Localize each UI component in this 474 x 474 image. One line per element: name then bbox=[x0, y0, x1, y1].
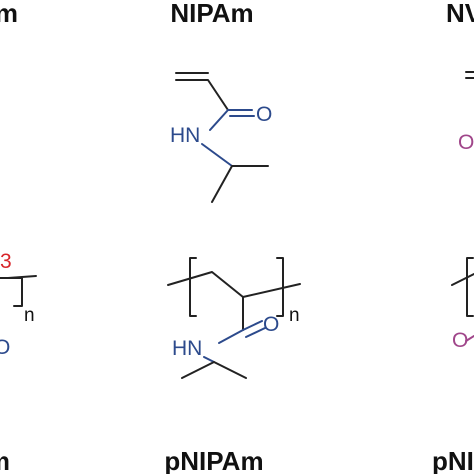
polymer-n-isopropyl-bond bbox=[203, 356, 215, 363]
n-isopropyl-bond bbox=[201, 143, 233, 167]
carbonyl-bond bbox=[227, 109, 255, 117]
amide-nh: HN bbox=[170, 124, 200, 147]
isopropyl-bonds bbox=[211, 165, 269, 203]
polymer-isopropyl-bonds bbox=[181, 361, 247, 379]
left-subscript-n: n bbox=[24, 305, 35, 326]
header-left-partial: am bbox=[0, 0, 18, 28]
footer-left-partial: am bbox=[0, 446, 10, 474]
left-oxygen: O bbox=[0, 336, 10, 359]
right-monomer-partial-bond bbox=[465, 71, 474, 79]
polymer-amide-nh: HN bbox=[172, 337, 202, 360]
right-bracket-partial bbox=[451, 257, 474, 317]
pnipam-polymer: n O HN bbox=[167, 257, 301, 379]
repeat-subscript-n: n bbox=[289, 305, 300, 326]
carbonyl-oxygen: O bbox=[256, 103, 272, 126]
nipam-monomer: O HN bbox=[170, 72, 272, 203]
right-polymer-o-bond bbox=[465, 335, 474, 342]
vinyl-bond bbox=[175, 72, 229, 111]
header-nipam: NIPAm bbox=[170, 0, 253, 28]
right-bracket bbox=[276, 257, 284, 317]
left-red-label: 3 bbox=[0, 250, 12, 273]
polymer-amide-cn-bond bbox=[218, 329, 244, 344]
right-partial-structure: O O bbox=[451, 71, 474, 352]
footer-pnipam: pNIPAm bbox=[164, 446, 263, 474]
header-right-partial: NV bbox=[446, 0, 474, 28]
left-bracket-partial bbox=[0, 275, 37, 307]
polymer-carbonyl-oxygen: O bbox=[263, 313, 279, 336]
right-monomer-oxygen: O bbox=[458, 131, 474, 154]
amide-cn-bond bbox=[209, 109, 229, 131]
polymer-backbone bbox=[167, 271, 301, 298]
footer-right-partial: pNI bbox=[432, 446, 474, 474]
left-bracket bbox=[189, 257, 197, 317]
left-partial-structure: 3 n O bbox=[0, 250, 37, 359]
right-polymer-oxygen: O bbox=[452, 329, 468, 352]
polymer-carbonyl-bond bbox=[242, 320, 266, 338]
